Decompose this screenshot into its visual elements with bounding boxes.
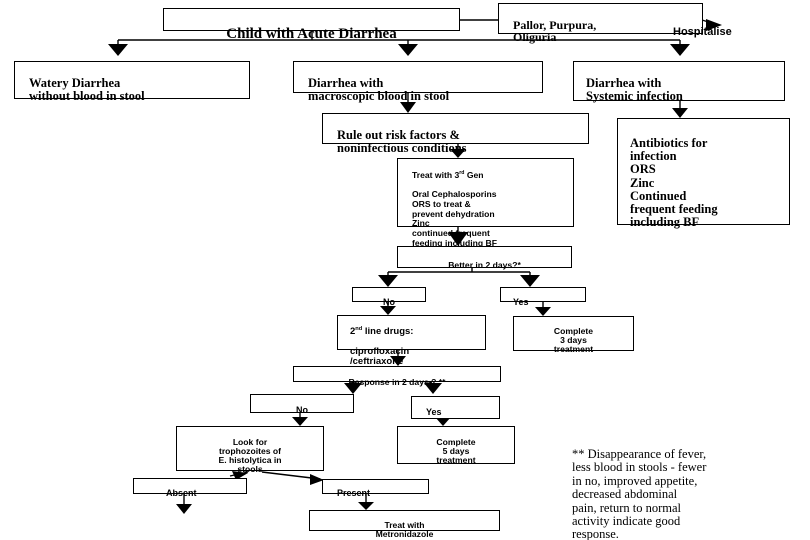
complete-3-box: Complete 3 days treatment bbox=[513, 316, 634, 355]
arrow-head bbox=[450, 149, 466, 158]
no-box-1: No bbox=[352, 287, 426, 307]
footnote: ** Disappearance of fever, less blood in… bbox=[572, 447, 707, 540]
complete-5-box: Complete 5 days treatment bbox=[397, 426, 515, 466]
rule-out-label: Rule out risk factors & noninfectious co… bbox=[337, 128, 467, 156]
arrow-head bbox=[400, 102, 416, 113]
look-for-box: Look for trophozoites of E. histolytica … bbox=[176, 426, 324, 475]
watery-box: Watery Diarrhea without blood in stool bbox=[14, 61, 250, 103]
systemic-box: Diarrhea with Systemic infection bbox=[573, 61, 785, 104]
arrow-head bbox=[232, 471, 248, 480]
systemic-treatment-box: Antibiotics for infection ORS Zinc Conti… bbox=[617, 118, 790, 228]
yes-label-2: Yes bbox=[426, 407, 442, 418]
complete-3-label: Complete 3 days treatment bbox=[553, 326, 594, 355]
complete-5-label: Complete 5 days treatment bbox=[436, 437, 476, 466]
danger-signs-box: Pallor, Purpura, Oliguria bbox=[498, 3, 703, 43]
bloody-label: Diarrhea with macroscopic blood in stool bbox=[308, 76, 450, 104]
root-label: Child with Acute Diarrhea bbox=[226, 25, 397, 42]
yes-box-2: Yes bbox=[411, 396, 500, 419]
arrow-head bbox=[292, 417, 308, 426]
response-box: Response in 2 days ? ** bbox=[293, 366, 501, 387]
arrow-head bbox=[344, 383, 362, 394]
danger-signs-label: Pallor, Purpura, Oliguria bbox=[513, 17, 597, 45]
arrow-head bbox=[108, 44, 128, 56]
no-label-2: No bbox=[296, 405, 308, 416]
second-line-box: 2nd line drugs: ciprofloxacin /ceftriaxo… bbox=[337, 315, 486, 366]
better-2-days-box: Better in 2 days?* bbox=[397, 246, 572, 271]
bloody-box: Diarrhea with macroscopic blood in stool bbox=[293, 61, 543, 103]
arrowheads bbox=[108, 19, 722, 514]
arrow-head bbox=[176, 504, 192, 514]
arrow-head bbox=[535, 307, 551, 316]
present-box: Present bbox=[322, 479, 429, 498]
arrow-head bbox=[380, 306, 396, 315]
arrow-head bbox=[358, 502, 374, 510]
first-treatment-rest: Oral Cephalosporins ORS to treat & preve… bbox=[412, 189, 497, 248]
present-label: Present bbox=[337, 488, 371, 499]
better-2-days-label: Better in 2 days?* bbox=[448, 260, 521, 271]
systemic-label: Diarrhea with Systemic infection bbox=[586, 76, 683, 104]
rule-out-box: Rule out risk factors & noninfectious co… bbox=[322, 113, 589, 155]
arrow-head bbox=[706, 19, 722, 31]
first-treatment-box: Treat with 3rd Gen Oral Cephalosporins O… bbox=[397, 158, 574, 248]
arrow-head bbox=[310, 474, 324, 485]
first-treatment-line1: Treat with 3rd Gen bbox=[412, 169, 484, 180]
arrow-head bbox=[670, 44, 690, 56]
metronidazole-box: Treat with Metronidazole bbox=[309, 510, 500, 539]
root-box: Child with Acute Diarrhea bbox=[163, 8, 460, 42]
watery-label: Watery Diarrhea without blood in stool bbox=[29, 76, 145, 104]
second-line-rest: ciprofloxacin /ceftriaxone bbox=[350, 345, 410, 367]
arrow-head bbox=[520, 275, 540, 287]
second-line-line1: 2nd line drugs: bbox=[350, 325, 414, 337]
arrow-head bbox=[435, 417, 451, 426]
arrow-head bbox=[672, 108, 688, 118]
hospitalise-label: Hospitalise bbox=[673, 26, 732, 38]
no-box-2: No bbox=[250, 394, 354, 416]
systemic-treatment-label: Antibiotics for infection ORS Zinc Conti… bbox=[630, 136, 718, 229]
yes-box-1: Yes bbox=[500, 287, 586, 307]
metronidazole-label: Treat with Metronidazole bbox=[375, 520, 434, 540]
arrow-head bbox=[378, 275, 398, 287]
yes-label-1: Yes bbox=[513, 297, 529, 308]
no-label-1: No bbox=[383, 297, 395, 308]
arrow-head bbox=[398, 44, 418, 56]
arrow-head bbox=[448, 232, 468, 246]
look-for-label: Look for trophozoites of E. histolytica … bbox=[218, 437, 282, 475]
absent-label: Absent bbox=[166, 488, 197, 499]
arrow-head bbox=[390, 356, 406, 366]
absent-box: Absent bbox=[133, 478, 247, 498]
response-label: Response in 2 days ? ** bbox=[348, 377, 446, 388]
arrow-head bbox=[424, 383, 442, 394]
